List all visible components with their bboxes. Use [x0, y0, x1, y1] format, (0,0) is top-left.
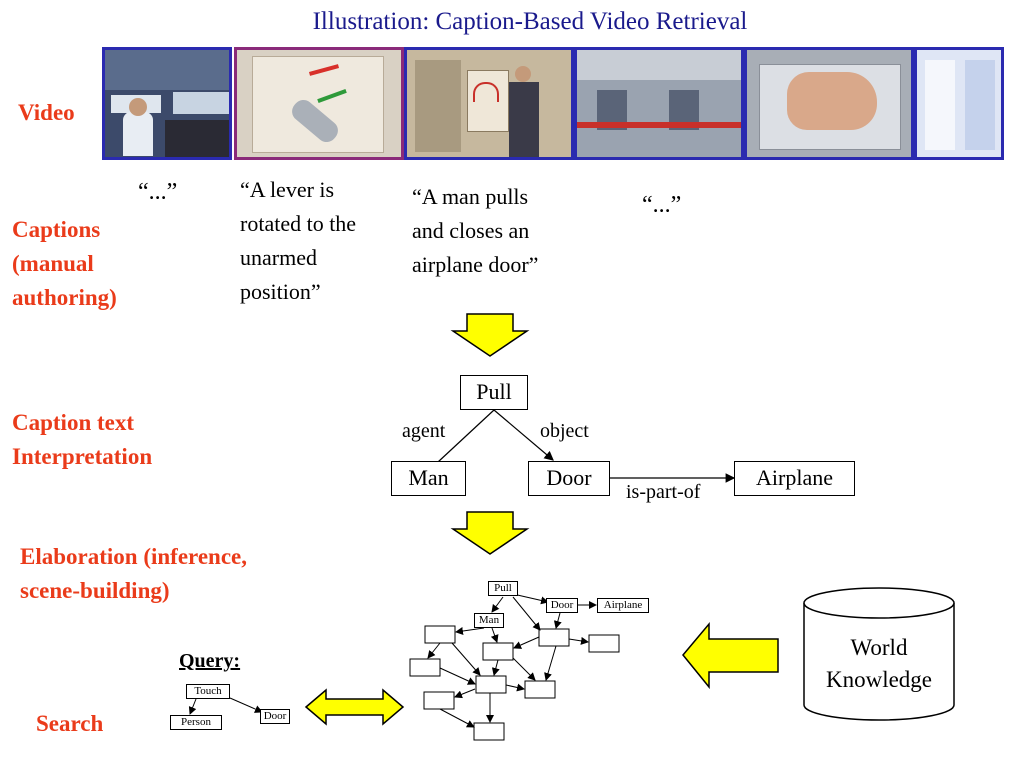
caption-line: unarmed — [240, 245, 317, 270]
world-knowledge-label: World Knowledge — [804, 632, 954, 696]
caption-lever: “A lever is rotated to the unarmed posit… — [240, 173, 356, 309]
label-interpretation-line: Interpretation — [12, 444, 153, 469]
query-node-touch: Touch — [186, 684, 230, 699]
query-node-door: Door — [260, 709, 290, 724]
video-frame-cockpit — [102, 47, 232, 160]
caption-line: “A man pulls — [412, 184, 529, 209]
video-frame-man-door — [404, 47, 574, 160]
caption-line: airplane door” — [412, 252, 539, 277]
mini-node-door: Door — [546, 598, 578, 613]
double-arrow-icon — [304, 688, 405, 726]
label-captions-line: authoring) — [12, 285, 117, 310]
label-captions-line: (manual — [12, 251, 94, 276]
label-captions-line: Captions — [12, 217, 101, 242]
video-frame-hand — [744, 47, 914, 160]
edge-label-is-part-of: is-part-of — [626, 481, 701, 503]
mini-node-pull: Pull — [488, 581, 518, 596]
edge-label-object: object — [540, 420, 589, 442]
label-elaboration: Elaboration (inference, scene-building) — [20, 540, 247, 608]
caption-line: and closes an — [412, 218, 530, 243]
slide-title: Illustration: Caption-Based Video Retrie… — [312, 8, 748, 35]
node-pull: Pull — [460, 375, 528, 410]
down-arrow-icon — [450, 511, 530, 555]
caption-line: rotated to the — [240, 211, 357, 236]
label-elaboration-line: Elaboration (inference, — [20, 544, 247, 569]
caption-ellipsis-1: “...” — [138, 179, 178, 205]
video-frame-airplane — [574, 47, 744, 160]
video-frame-lever — [234, 47, 404, 160]
caption-line: position” — [240, 279, 321, 304]
node-man: Man — [391, 461, 466, 496]
label-interpretation-line: Caption text — [12, 410, 135, 435]
down-arrow-icon — [450, 313, 530, 357]
caption-man-pulls: “A man pulls and closes an airplane door… — [412, 180, 538, 282]
caption-line: “A lever is — [240, 177, 335, 202]
query-node-person: Person — [170, 715, 222, 730]
left-arrow-icon — [682, 621, 779, 690]
edge-label-agent: agent — [402, 420, 446, 442]
label-video: Video — [18, 100, 75, 125]
mini-node-man: Man — [474, 613, 504, 628]
world-knowledge-line: World — [850, 635, 908, 660]
label-interpretation: Caption text Interpretation — [12, 406, 152, 474]
mini-node-airplane: Airplane — [597, 598, 649, 613]
video-frame-partial — [914, 47, 1004, 160]
label-captions: Captions (manual authoring) — [12, 213, 117, 315]
world-knowledge-line: Knowledge — [825, 667, 933, 692]
query-label: Query: — [179, 650, 241, 672]
node-door: Door — [528, 461, 610, 496]
label-search: Search — [36, 711, 104, 736]
node-airplane: Airplane — [734, 461, 855, 496]
cylinder-icon — [803, 603, 955, 721]
label-elaboration-line: scene-building) — [20, 578, 170, 603]
caption-ellipsis-2: “...” — [642, 192, 682, 218]
